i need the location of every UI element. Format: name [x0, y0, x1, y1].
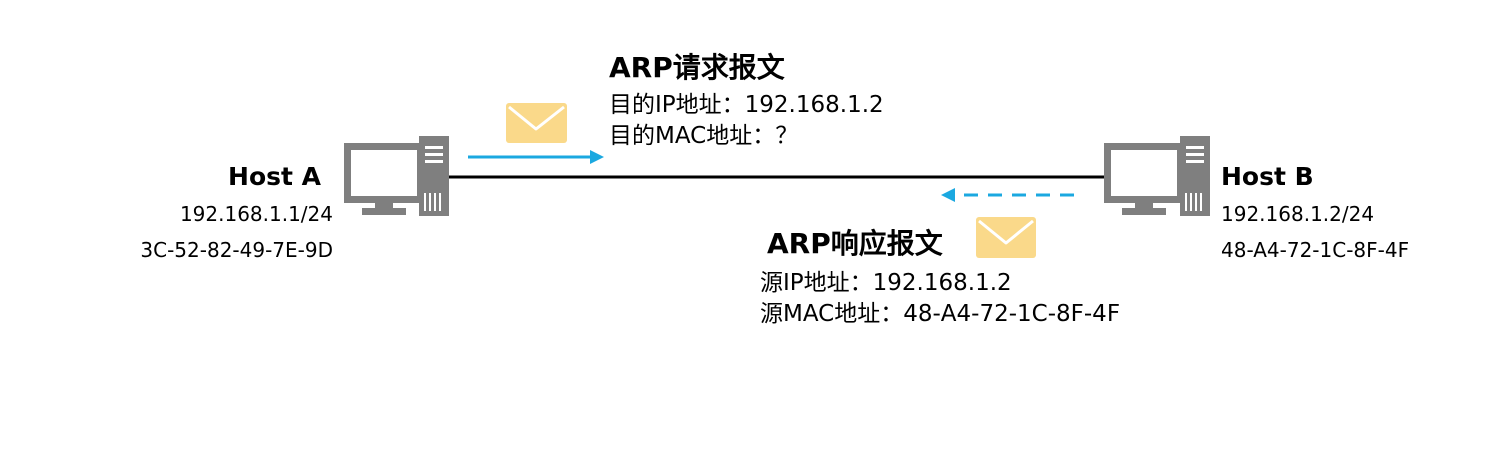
- host-b-name: Host B: [1221, 162, 1314, 191]
- arp-reply-src-ip: 源IP地址：192.168.1.2: [760, 270, 1012, 296]
- arp-request-dst-mac: 目的MAC地址：？: [609, 123, 799, 149]
- arp-request-title: ARP请求报文: [609, 51, 785, 84]
- request-envelope-icon: [506, 103, 567, 143]
- reply-envelope-icon: [976, 217, 1036, 258]
- host-a-name: Host A: [228, 162, 321, 191]
- arp-reply-title: ARP响应报文: [767, 227, 943, 260]
- host-b-ip: 192.168.1.2/24: [1221, 202, 1375, 226]
- host-b-computer-icon: [1104, 136, 1210, 216]
- arp-request-dst-ip: 目的IP地址：192.168.1.2: [609, 92, 884, 118]
- host-b-mac: 48-A4-72-1C-8F-4F: [1221, 238, 1410, 262]
- reply-arrow-icon: [941, 188, 1074, 202]
- arp-reply-src-mac: 源MAC地址：48-A4-72-1C-8F-4F: [760, 301, 1121, 327]
- host-a-mac: 3C-52-82-49-7E-9D: [140, 238, 333, 262]
- request-arrow-icon: [468, 150, 604, 164]
- host-a-ip: 192.168.1.1/24: [179, 202, 333, 226]
- host-a-computer-icon: [344, 136, 449, 216]
